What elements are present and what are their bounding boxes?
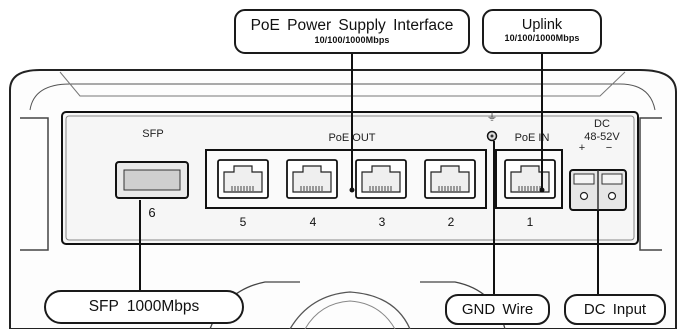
- leader-poe-supply-dot: [349, 187, 355, 193]
- uplink-callout: Uplink 10/100/1000Mbps: [482, 9, 602, 54]
- housing-top-lip: [59, 71, 626, 97]
- sfp-cage-inner: [123, 169, 181, 191]
- poe-in-label: PoE IN: [515, 132, 550, 144]
- bottom-cable-arc: [289, 291, 411, 330]
- poe-out-ports: [217, 159, 476, 199]
- poe-out-port-2-opening: [430, 165, 470, 193]
- uplink-speed: 10/100/1000Mbps: [504, 33, 580, 43]
- right-rib: [639, 117, 662, 251]
- poe-supply-callout: PoE Power Supply Interface 10/100/1000Mb…: [234, 9, 470, 54]
- dc-label: DC: [594, 118, 610, 130]
- dc-voltage: 48-52V: [584, 131, 620, 143]
- port-panel-shadow: [65, 115, 635, 241]
- left-rib: [20, 117, 49, 251]
- poe-out-port-4-opening: [292, 165, 332, 193]
- port-number-5: 5: [240, 215, 247, 229]
- dc-plus-sign: +: [579, 142, 585, 154]
- gnd-callout: GND Wire: [445, 294, 550, 325]
- uplink-port-number: 1: [527, 215, 534, 229]
- sfp-label: SFP: [142, 128, 163, 140]
- dc-callout: DC Input: [564, 294, 666, 325]
- uplink-title: Uplink: [521, 17, 563, 33]
- sfp-callout: SFP 1000Mbps: [44, 290, 244, 324]
- leader-uplink-dot: [539, 187, 545, 193]
- uplink-port: [504, 159, 556, 199]
- dc-minus-sign: −: [606, 142, 612, 154]
- poe-out-port-5-opening: [223, 165, 263, 193]
- sfp-port-number: 6: [148, 205, 155, 220]
- port-number-2: 2: [448, 215, 455, 229]
- uplink-port-1-opening: [510, 165, 550, 193]
- dc-terminal-minus-hole: [607, 191, 617, 201]
- ground-screw-center: [490, 134, 494, 138]
- poe-supply-speed: 10/100/1000Mbps: [314, 35, 390, 45]
- dc-terminal-tab: [573, 173, 595, 185]
- port-number-3: 3: [379, 215, 386, 229]
- bottom-cable-arc-inner: [304, 300, 396, 330]
- poe-supply-title: PoE Power Supply Interface: [250, 17, 454, 34]
- housing-inner-edge: [29, 83, 656, 111]
- dc-terminal-tab-2: [601, 173, 623, 185]
- dc-terminal-plus-hole: [579, 191, 589, 201]
- ground-icon: ⏚: [487, 110, 498, 123]
- port-number-4: 4: [310, 215, 317, 229]
- poe-out-port-3-opening: [361, 165, 401, 193]
